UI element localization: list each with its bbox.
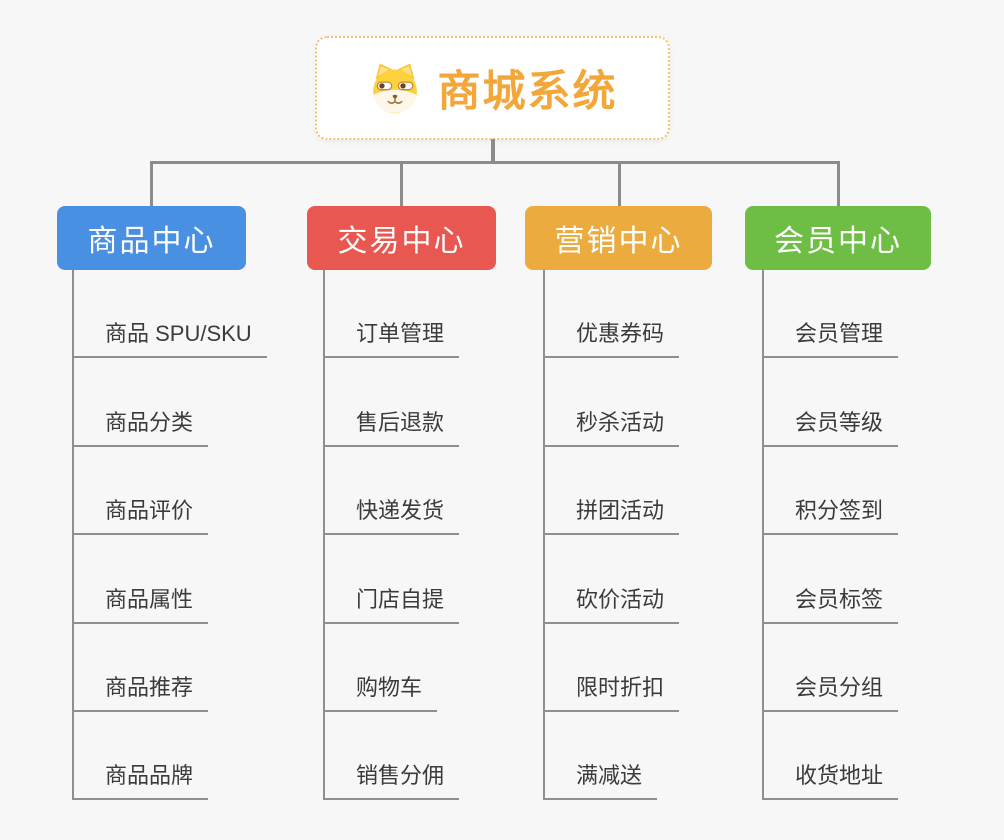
connector-drop-marketing — [618, 163, 621, 206]
child-node[interactable]: 商品属性 — [72, 582, 209, 624]
branch-label: 会员中心 — [774, 225, 902, 258]
child-node[interactable]: 积分签到 — [762, 493, 899, 536]
branch-label: 商品中心 — [87, 225, 216, 258]
list-item: 满减送 — [543, 712, 679, 801]
list-item: 购物车 — [323, 624, 459, 712]
branch-node-trade-center[interactable]: 交易中心 — [307, 206, 496, 270]
list-item: 订单管理 — [323, 270, 460, 359]
root-node-mall-system[interactable]: 商城系统 — [315, 36, 670, 140]
list-item: 拼团活动 — [543, 447, 680, 536]
list-item: 商品属性 — [72, 535, 267, 624]
connector-drop-product — [150, 163, 153, 206]
list-item: 销售分佣 — [323, 712, 460, 801]
child-node[interactable]: 商品推荐 — [72, 670, 209, 712]
list-item: 会员标签 — [762, 535, 899, 624]
child-node[interactable]: 秒杀活动 — [543, 405, 680, 447]
list-item: 会员等级 — [762, 358, 899, 447]
list-item: 快递发货 — [323, 447, 460, 536]
child-node[interactable]: 售后退款 — [323, 405, 460, 447]
child-node[interactable]: 商品品牌 — [72, 758, 209, 801]
branch-node-product-center[interactable]: 商品中心 — [57, 206, 246, 270]
branch-children-member-center: 会员管理 会员等级 积分签到 会员标签 会员分组 收货地址 — [762, 270, 899, 801]
list-item: 门店自提 — [323, 535, 460, 624]
branch-children-product-center: 商品 SPU/SKU 商品分类 商品评价 商品属性 商品推荐 商品品牌 — [72, 270, 267, 801]
connector-drop-trade — [400, 163, 403, 206]
list-item: 会员分组 — [762, 624, 899, 712]
list-item: 优惠券码 — [543, 270, 680, 359]
branch-node-marketing-center[interactable]: 营销中心 — [525, 206, 712, 270]
child-node[interactable]: 拼团活动 — [543, 493, 680, 536]
child-node[interactable]: 满减送 — [543, 758, 658, 801]
list-item: 收货地址 — [762, 712, 899, 801]
list-item: 商品评价 — [72, 447, 267, 536]
child-node[interactable]: 购物车 — [323, 670, 438, 712]
child-node[interactable]: 门店自提 — [323, 582, 460, 624]
child-node[interactable]: 商品 SPU/SKU — [72, 316, 267, 359]
child-node[interactable]: 订单管理 — [323, 316, 460, 359]
list-item: 商品推荐 — [72, 624, 267, 712]
child-node[interactable]: 商品分类 — [72, 405, 209, 447]
branch-children-trade-center: 订单管理 售后退款 快递发货 门店自提 购物车 销售分佣 — [323, 270, 460, 801]
list-item: 限时折扣 — [543, 624, 680, 712]
child-node[interactable]: 优惠券码 — [543, 316, 680, 359]
branch-children-marketing-center: 优惠券码 秒杀活动 拼团活动 砍价活动 限时折扣 满减送 — [543, 270, 680, 801]
branch-label: 营销中心 — [554, 225, 683, 258]
list-item: 售后退款 — [323, 358, 460, 447]
child-node[interactable]: 会员分组 — [762, 670, 899, 712]
list-item: 砍价活动 — [543, 535, 680, 624]
list-item: 商品品牌 — [72, 712, 267, 801]
child-node[interactable]: 会员标签 — [762, 582, 899, 624]
child-node[interactable]: 快递发货 — [323, 493, 460, 536]
child-node[interactable]: 销售分佣 — [323, 758, 460, 801]
list-item: 秒杀活动 — [543, 358, 680, 447]
child-node[interactable]: 会员管理 — [762, 316, 899, 359]
list-item: 积分签到 — [762, 447, 899, 536]
shiba-dog-icon — [372, 63, 417, 114]
connector-drop-member — [837, 163, 840, 206]
list-item: 商品 SPU/SKU — [72, 270, 267, 359]
connector-bus-line — [150, 161, 840, 164]
child-node[interactable]: 收货地址 — [762, 758, 899, 801]
branch-node-member-center[interactable]: 会员中心 — [745, 206, 931, 270]
child-node[interactable]: 限时折扣 — [543, 670, 680, 712]
child-node[interactable]: 商品评价 — [72, 493, 209, 536]
child-node[interactable]: 会员等级 — [762, 405, 899, 447]
child-node[interactable]: 砍价活动 — [543, 582, 680, 624]
list-item: 会员管理 — [762, 270, 899, 359]
list-item: 商品分类 — [72, 358, 267, 447]
root-node-title: 商城系统 — [437, 68, 618, 116]
connector-root-stem — [491, 139, 495, 163]
branch-label: 交易中心 — [337, 225, 466, 258]
